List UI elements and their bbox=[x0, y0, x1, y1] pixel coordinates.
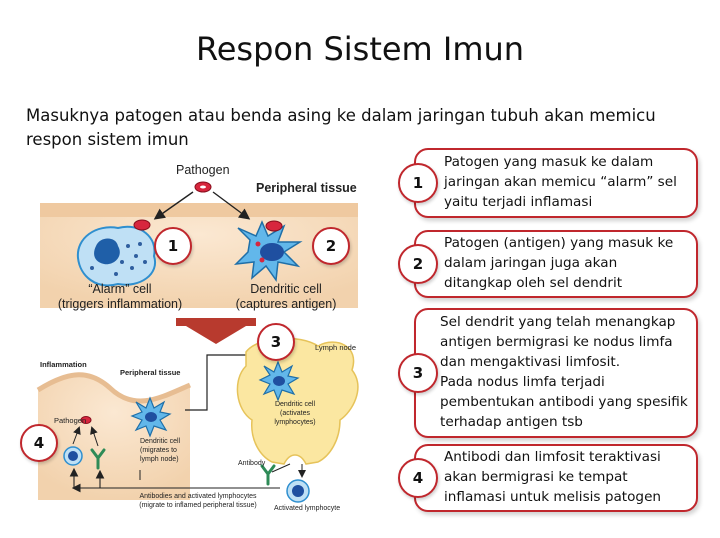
antibody-in-tissue-icon bbox=[90, 448, 106, 470]
step-4-line: inflamasi untuk melisis patogen bbox=[444, 489, 662, 505]
diagram-badge-1: 1 bbox=[154, 227, 192, 265]
step-2-line: dalam jaringan juga akan bbox=[444, 255, 618, 271]
step-number-1: 1 bbox=[398, 163, 438, 203]
diagram-badge-4: 4 bbox=[20, 424, 58, 462]
pathogen-icon-dendritic bbox=[265, 220, 283, 232]
step-box-3: 3 Sel dendrit yang telah menangkap antig… bbox=[398, 308, 698, 438]
label-dc-migrates-1: Dendritic cell bbox=[140, 438, 181, 445]
slide-title: Respon Sistem Imun bbox=[195, 30, 525, 68]
step-1-line: jaringan akan memicu “alarm” sel bbox=[444, 174, 677, 190]
step-3-line: pembentukan antibodi yang spesifik bbox=[440, 394, 688, 410]
big-down-arrow bbox=[176, 318, 256, 344]
label-dendritic-cell-role: (captures antigen) bbox=[235, 297, 337, 311]
label-antibody: Antibody bbox=[238, 460, 266, 467]
label-migrate-note-2: (migrate to inflamed peripheral tissue) bbox=[139, 502, 257, 509]
dendritic-cell-migrating-icon bbox=[130, 396, 172, 438]
label-activated-lymphocyte: Activated lymphocyte bbox=[274, 505, 341, 512]
arrow-to-dendritic-cell bbox=[212, 191, 251, 220]
label-dc-activates-2: (activates bbox=[280, 410, 310, 417]
label-dendritic-cell: Dendritic cell bbox=[250, 282, 322, 296]
label-migrate-note-1: Antibodies and activated lymphocytes bbox=[139, 493, 257, 500]
step-3-line: dan mengaktivasi limfosit. bbox=[440, 354, 621, 370]
step-number-4: 4 bbox=[398, 458, 438, 498]
tissue-surface-top bbox=[40, 203, 358, 217]
step-4-line: Antibodi dan limfosit teraktivasi bbox=[444, 449, 661, 465]
step-3-line: antigen bermigrasi ke nodus limfa bbox=[440, 334, 673, 350]
diagram-badge-2: 2 bbox=[312, 227, 350, 265]
alarm-cell-icon bbox=[76, 225, 157, 287]
step-number-2: 2 bbox=[398, 244, 438, 284]
label-pathogen-bottom: Pathogen bbox=[54, 416, 87, 425]
antibody-node-icon bbox=[260, 464, 276, 486]
diagram-badge-3: 3 bbox=[257, 323, 295, 361]
pathogen-icon-bottom bbox=[80, 416, 92, 424]
step-box-1: 1 Patogen yang masuk ke dalam jaringan a… bbox=[398, 148, 698, 218]
step-3-line: Pada nodus limfa terjadi bbox=[440, 374, 605, 390]
pathogen-icon-alarm bbox=[133, 219, 151, 231]
step-3-line: Sel dendrit yang telah menangkap bbox=[440, 314, 676, 330]
label-lymph-node: Lymph node bbox=[315, 343, 357, 352]
dendritic-cell-icon bbox=[233, 220, 303, 283]
immune-response-diagram bbox=[36, 181, 359, 503]
label-pathogen-top: Pathogen bbox=[176, 163, 230, 177]
intro-text: Masuknya patogen atau benda asing ke dal… bbox=[26, 106, 656, 149]
arrow-to-alarm-cell bbox=[153, 191, 194, 220]
step-number-3: 3 bbox=[398, 353, 438, 393]
step-box-4: 4 Antibodi dan limfosit teraktivasi akan… bbox=[398, 444, 698, 512]
step-1-line: yaitu terjadi inflamasi bbox=[444, 194, 593, 210]
step-1-line: Patogen yang masuk ke dalam bbox=[444, 154, 654, 170]
dendritic-cell-lymph-icon bbox=[258, 360, 300, 402]
label-inflammation: Inflammation bbox=[40, 360, 87, 369]
step-2-line: ditangkap oleh sel dendrit bbox=[444, 275, 623, 291]
step-2-line: Patogen (antigen) yang masuk ke bbox=[444, 235, 674, 251]
label-dc-activates-1: Dendritic cell bbox=[274, 401, 316, 408]
label-dc-migrates-2: (migrates to bbox=[140, 447, 177, 454]
label-alarm-cell: “Alarm” cell bbox=[88, 282, 152, 296]
step-3-line: terhadap antigen tsb bbox=[440, 414, 583, 430]
label-peripheral-tissue-bottom: Peripheral tissue bbox=[120, 368, 181, 377]
arrow-to-lymph-node bbox=[185, 350, 258, 411]
label-dc-migrates-3: lymph node) bbox=[140, 456, 179, 463]
step-box-2: 2 Patogen (antigen) yang masuk ke dalam … bbox=[398, 230, 698, 298]
activated-lymphocyte-icon bbox=[286, 479, 310, 503]
label-dc-activates-3: lymphocytes) bbox=[274, 419, 316, 426]
step-4-line: akan bermigrasi ke tempat bbox=[444, 469, 628, 485]
label-peripheral-tissue-top: Peripheral tissue bbox=[256, 181, 357, 195]
lymphocyte-in-tissue-icon bbox=[63, 446, 83, 466]
label-alarm-cell-role: (triggers inflammation) bbox=[57, 297, 183, 311]
